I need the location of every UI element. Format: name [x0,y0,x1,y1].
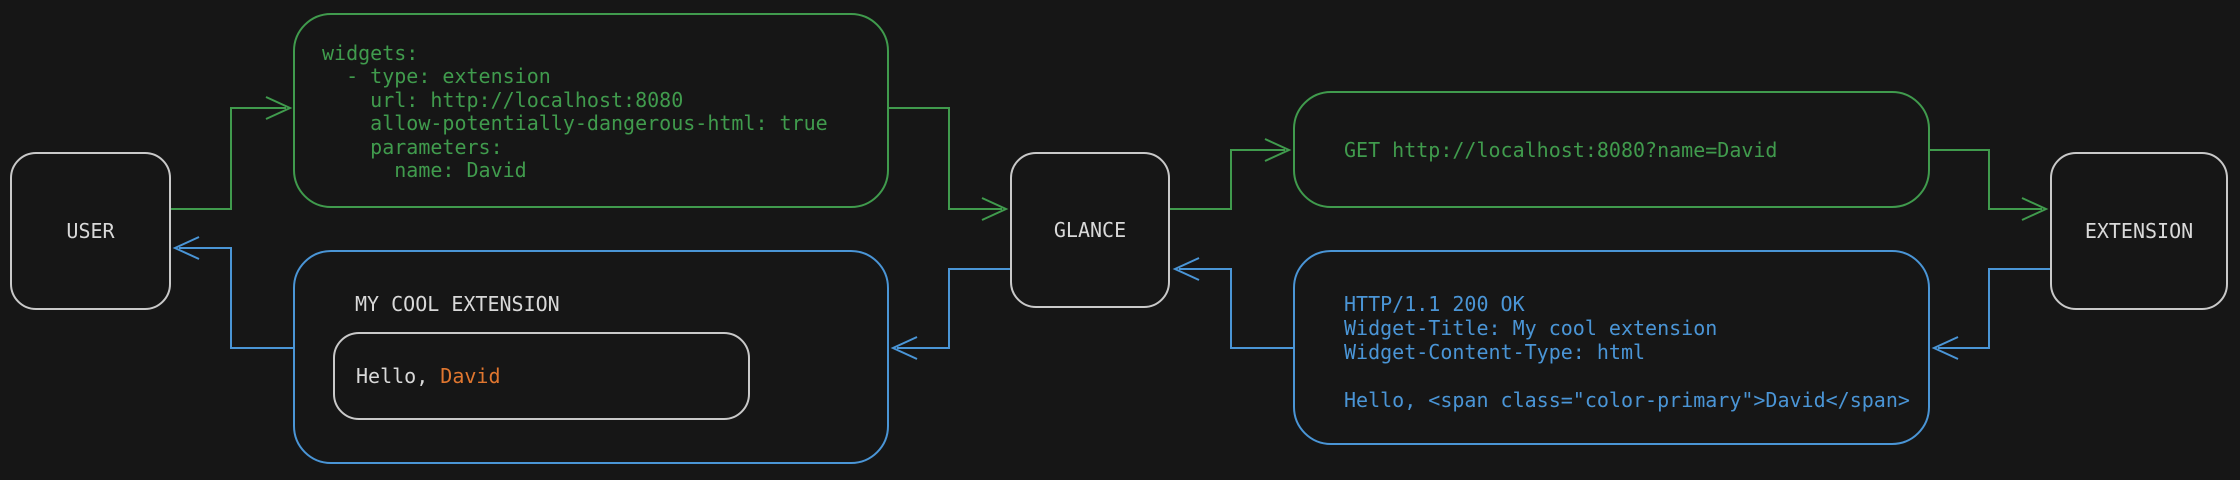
greeting-name: David [440,364,501,388]
arrowhead-user-to-config [265,96,293,120]
arrow-request-to-extension [1930,149,2042,210]
arrowhead-extension-to-response [1931,336,1959,360]
http-request-box: GET http://localhost:8080?name=David [1293,91,1930,208]
arrow-response-to-glance [1179,268,1293,349]
node-user: USER [10,152,171,310]
arrow-config-to-glance [889,107,1002,210]
http-response-code: HTTP/1.1 200 OK Widget-Title: My cool ex… [1344,292,1910,412]
arrowhead-glance-to-request [1264,138,1292,162]
arrow-glance-to-request [1170,149,1285,210]
rendered-widget-box: MY COOL EXTENSION Hello, David [293,250,889,464]
http-request-text: GET http://localhost:8080?name=David [1344,137,1778,162]
node-glance: GLANCE [1010,152,1170,308]
arrowhead-response-to-glance [1172,257,1200,281]
node-glance-label: GLANCE [1053,218,1127,242]
widget-content-frame: Hello, David [333,332,750,420]
arrow-user-to-config [171,107,286,210]
config-yaml-box: widgets: - type: extension url: http://l… [293,13,889,208]
http-response-box: HTTP/1.1 200 OK Widget-Title: My cool ex… [1293,250,1930,445]
arrow-glance-to-widget [897,268,1010,349]
arrowhead-glance-to-widget [890,336,918,360]
widget-title: MY COOL EXTENSION [355,292,560,316]
node-extension-label: EXTENSION [2084,219,2194,243]
arrowhead-widget-to-user [172,236,200,260]
arrowhead-request-to-extension [2021,197,2049,221]
node-extension: EXTENSION [2050,152,2228,310]
config-yaml-code: widgets: - type: extension url: http://l… [322,41,828,183]
node-user-label: USER [66,219,115,243]
arrowhead-config-to-glance [981,197,1009,221]
arrow-extension-to-response [1938,268,2050,349]
greeting-prefix: Hello, [356,364,441,388]
arrow-widget-to-user [179,247,293,349]
